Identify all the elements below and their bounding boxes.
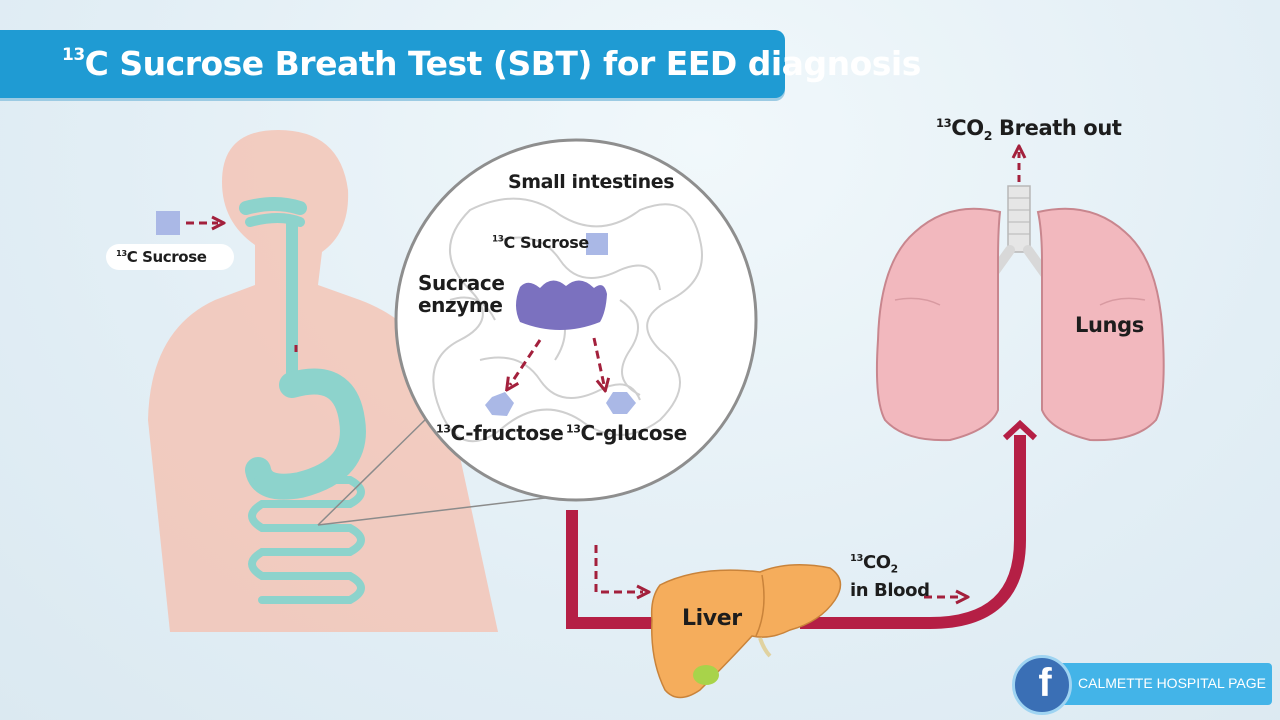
pathway-to-liver [566, 510, 660, 629]
facebook-page-badge[interactable]: CALMETTE HOSPITAL PAGE f [1012, 655, 1274, 715]
fructose-label: 13C-fructose [436, 421, 564, 445]
zoom-line-top [317, 414, 431, 526]
human-body-figure [148, 130, 498, 632]
magnified-intestine-view [394, 138, 758, 502]
blood-co2-label: 13CO2 [850, 552, 898, 576]
sucrose-label-pill [106, 244, 234, 270]
lungs-label: Lungs [1075, 313, 1144, 337]
pathway-to-lungs [800, 435, 1026, 629]
glucose-arrow [592, 337, 604, 385]
inner-sucrose-label: 13C Sucrose [492, 233, 589, 252]
lungs-illustration [875, 185, 1165, 442]
to-liver-arrow [594, 545, 643, 592]
fructose-molecule-icon [485, 392, 514, 416]
fructose-arrow [510, 339, 542, 385]
enzyme-icon [516, 280, 607, 330]
zoom-line-bottom [317, 497, 546, 526]
title-banner [0, 30, 785, 98]
facebook-icon[interactable]: f [1012, 655, 1072, 715]
input-sucrose-label: 13C Sucrose [116, 248, 207, 266]
pathway-arrowhead-icon [1002, 419, 1038, 441]
glucose-label: 13C-glucose [566, 421, 687, 445]
inner-sucrose-molecule-icon [586, 233, 608, 255]
badge-text[interactable]: CALMETTE HOSPITAL PAGE [1078, 675, 1267, 691]
in-blood-label: in Blood [850, 580, 930, 601]
sucrose-molecule-icon [156, 211, 180, 235]
badge-bar [1048, 663, 1272, 705]
liver-label: Liver [682, 606, 742, 631]
glucose-molecule-icon [606, 392, 636, 414]
small-intestines-label: Small intestines [508, 171, 675, 193]
liver-illustration [650, 564, 842, 699]
page-title: 13C Sucrose Breath Test (SBT) for EED di… [62, 44, 921, 83]
breath-out-label: 13CO2 Breath out [936, 116, 1122, 144]
